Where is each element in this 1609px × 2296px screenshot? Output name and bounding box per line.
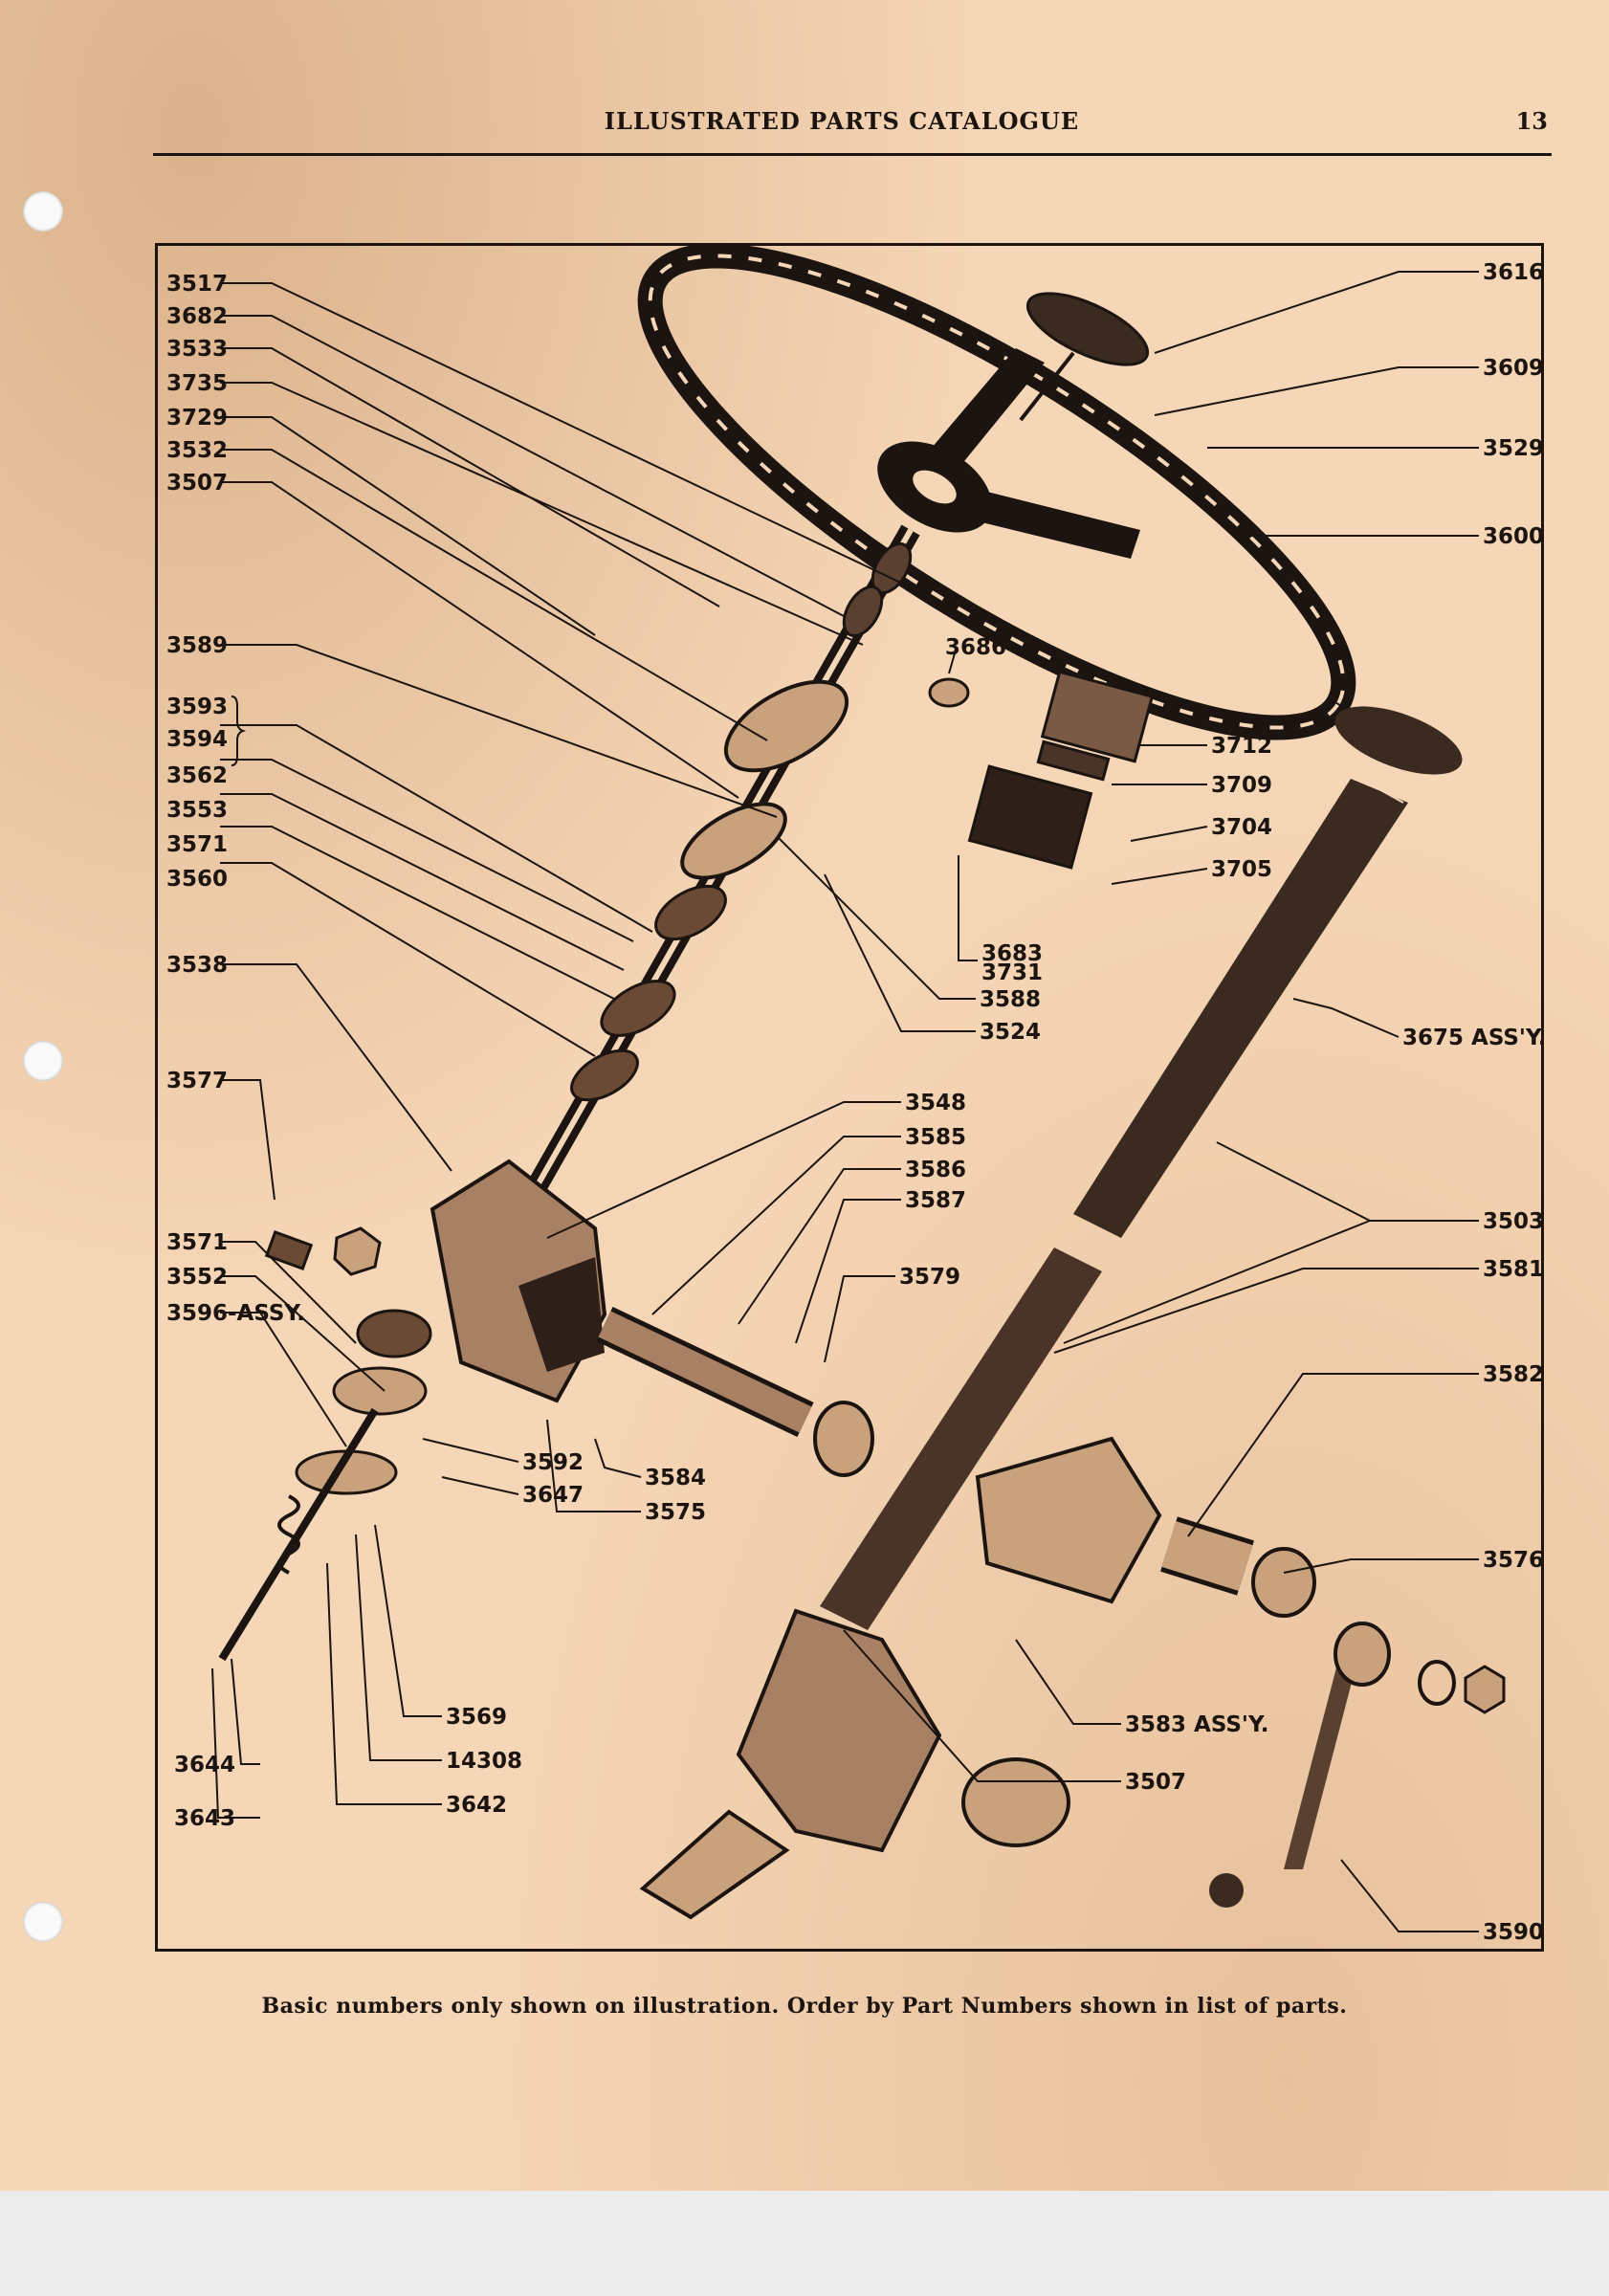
callout-3576: 3576: [1483, 1548, 1544, 1573]
callout-3735: 3735: [166, 371, 228, 396]
callout-3704: 3704: [1211, 815, 1272, 840]
page-number: 13: [1515, 107, 1548, 135]
callout-3582: 3582: [1483, 1362, 1544, 1387]
figure-frame: [155, 243, 1544, 1952]
page-title: ILLUSTRATED PARTS CATALOGUE: [604, 107, 1080, 135]
bracket-3593-3594: [231, 695, 247, 766]
callout-3709: 3709: [1211, 773, 1272, 798]
switch-block-parts: [928, 670, 1155, 870]
callout-3593: 3593: [166, 695, 228, 719]
callouts-left: 3517 3682 3533 3735 3729 3532 3507 3589 …: [166, 272, 305, 1326]
callout-3675-assy: 3675 ASS'Y.: [1402, 1026, 1544, 1050]
callout-3596-assy: 3596-ASSY.: [166, 1301, 305, 1326]
callout-3532: 3532: [166, 438, 228, 463]
pitman-arm-parts: [975, 1436, 1506, 1908]
callout-3600: 3600: [1483, 524, 1544, 549]
callout-3560: 3560: [166, 867, 228, 892]
callout-3616: 3616: [1483, 260, 1544, 285]
callout-3552: 3552: [166, 1265, 228, 1290]
callout-3586: 3586: [905, 1158, 966, 1182]
callout-3583-assy: 3583 ASS'Y.: [1125, 1712, 1269, 1737]
callout-3577: 3577: [166, 1069, 228, 1093]
punch-hole-top: [23, 191, 63, 232]
callout-3517: 3517: [166, 272, 228, 297]
lower-assembly-parts: [218, 1226, 432, 1662]
footer-note: Basic numbers only shown on illustration…: [261, 1994, 1348, 2019]
callout-3686: 3686: [945, 635, 1006, 660]
steering-column-tube-lower: [639, 706, 1463, 1920]
header-rule: [153, 153, 1552, 156]
steering-column-upper: [471, 524, 920, 1292]
callout-3538: 3538: [166, 953, 228, 978]
callouts-center: 3686 3683 3731 3588 3524 3548 3585 3586 …: [522, 635, 1269, 1795]
callout-3553: 3553: [166, 798, 228, 823]
punch-hole-middle: [23, 1041, 63, 1081]
callout-3729: 3729: [166, 406, 228, 430]
callout-3647: 3647: [522, 1483, 584, 1508]
callout-3644: 3644: [174, 1753, 235, 1777]
callout-3548: 3548: [905, 1091, 966, 1115]
callout-3643: 3643: [174, 1806, 235, 1831]
callout-3524: 3524: [980, 1020, 1041, 1045]
callout-3533: 3533: [166, 337, 228, 362]
callouts-right: 3616 3609 3529 3600 3712 3709 3704 3705 …: [1211, 260, 1544, 1945]
callout-3682: 3682: [166, 304, 228, 329]
callout-3584: 3584: [645, 1466, 706, 1490]
callouts-bottom-left: 3569 14308 3642 3644 3643: [174, 1705, 522, 1831]
callout-3575: 3575: [645, 1500, 706, 1525]
callout-3571: 3571: [166, 832, 228, 857]
callout-3585: 3585: [905, 1125, 966, 1150]
steering-wheel-illustration: [637, 243, 1356, 740]
callout-3642: 3642: [446, 1793, 507, 1818]
steering-gear-housing: [430, 1159, 874, 1477]
callout-3590: 3590: [1483, 1920, 1544, 1945]
callout-3588: 3588: [980, 987, 1041, 1012]
callout-3503: 3503: [1483, 1209, 1544, 1234]
callout-3569: 3569: [446, 1705, 507, 1730]
callout-3529: 3529: [1483, 436, 1544, 461]
callout-3731: 3731: [981, 960, 1043, 985]
callout-3507: 3507: [166, 471, 228, 496]
callout-3571-lower: 3571: [166, 1230, 228, 1255]
callout-3587: 3587: [905, 1188, 966, 1213]
exploded-steering-diagram: 3517 3682 3533 3735 3729 3532 3507 3589 …: [166, 243, 1544, 1945]
scan-margin: [0, 2191, 1609, 2296]
callout-3579: 3579: [899, 1265, 960, 1290]
callout-3562: 3562: [166, 763, 228, 788]
callout-3581: 3581: [1483, 1257, 1544, 1282]
callout-3712: 3712: [1211, 734, 1272, 759]
callout-3507-lower: 3507: [1125, 1770, 1186, 1795]
callout-3592: 3592: [522, 1450, 584, 1475]
callout-14308: 14308: [446, 1749, 522, 1774]
callout-3683: 3683: [981, 941, 1043, 966]
callout-3589: 3589: [166, 633, 228, 658]
callout-3609: 3609: [1483, 356, 1544, 381]
callout-3705: 3705: [1211, 857, 1272, 882]
paper-background: [0, 0, 1609, 2191]
horn-button-illustration: [1019, 292, 1150, 422]
leader-lines: [211, 271, 1479, 1932]
callout-3594: 3594: [166, 727, 228, 752]
punch-hole-bottom: [23, 1902, 63, 1942]
